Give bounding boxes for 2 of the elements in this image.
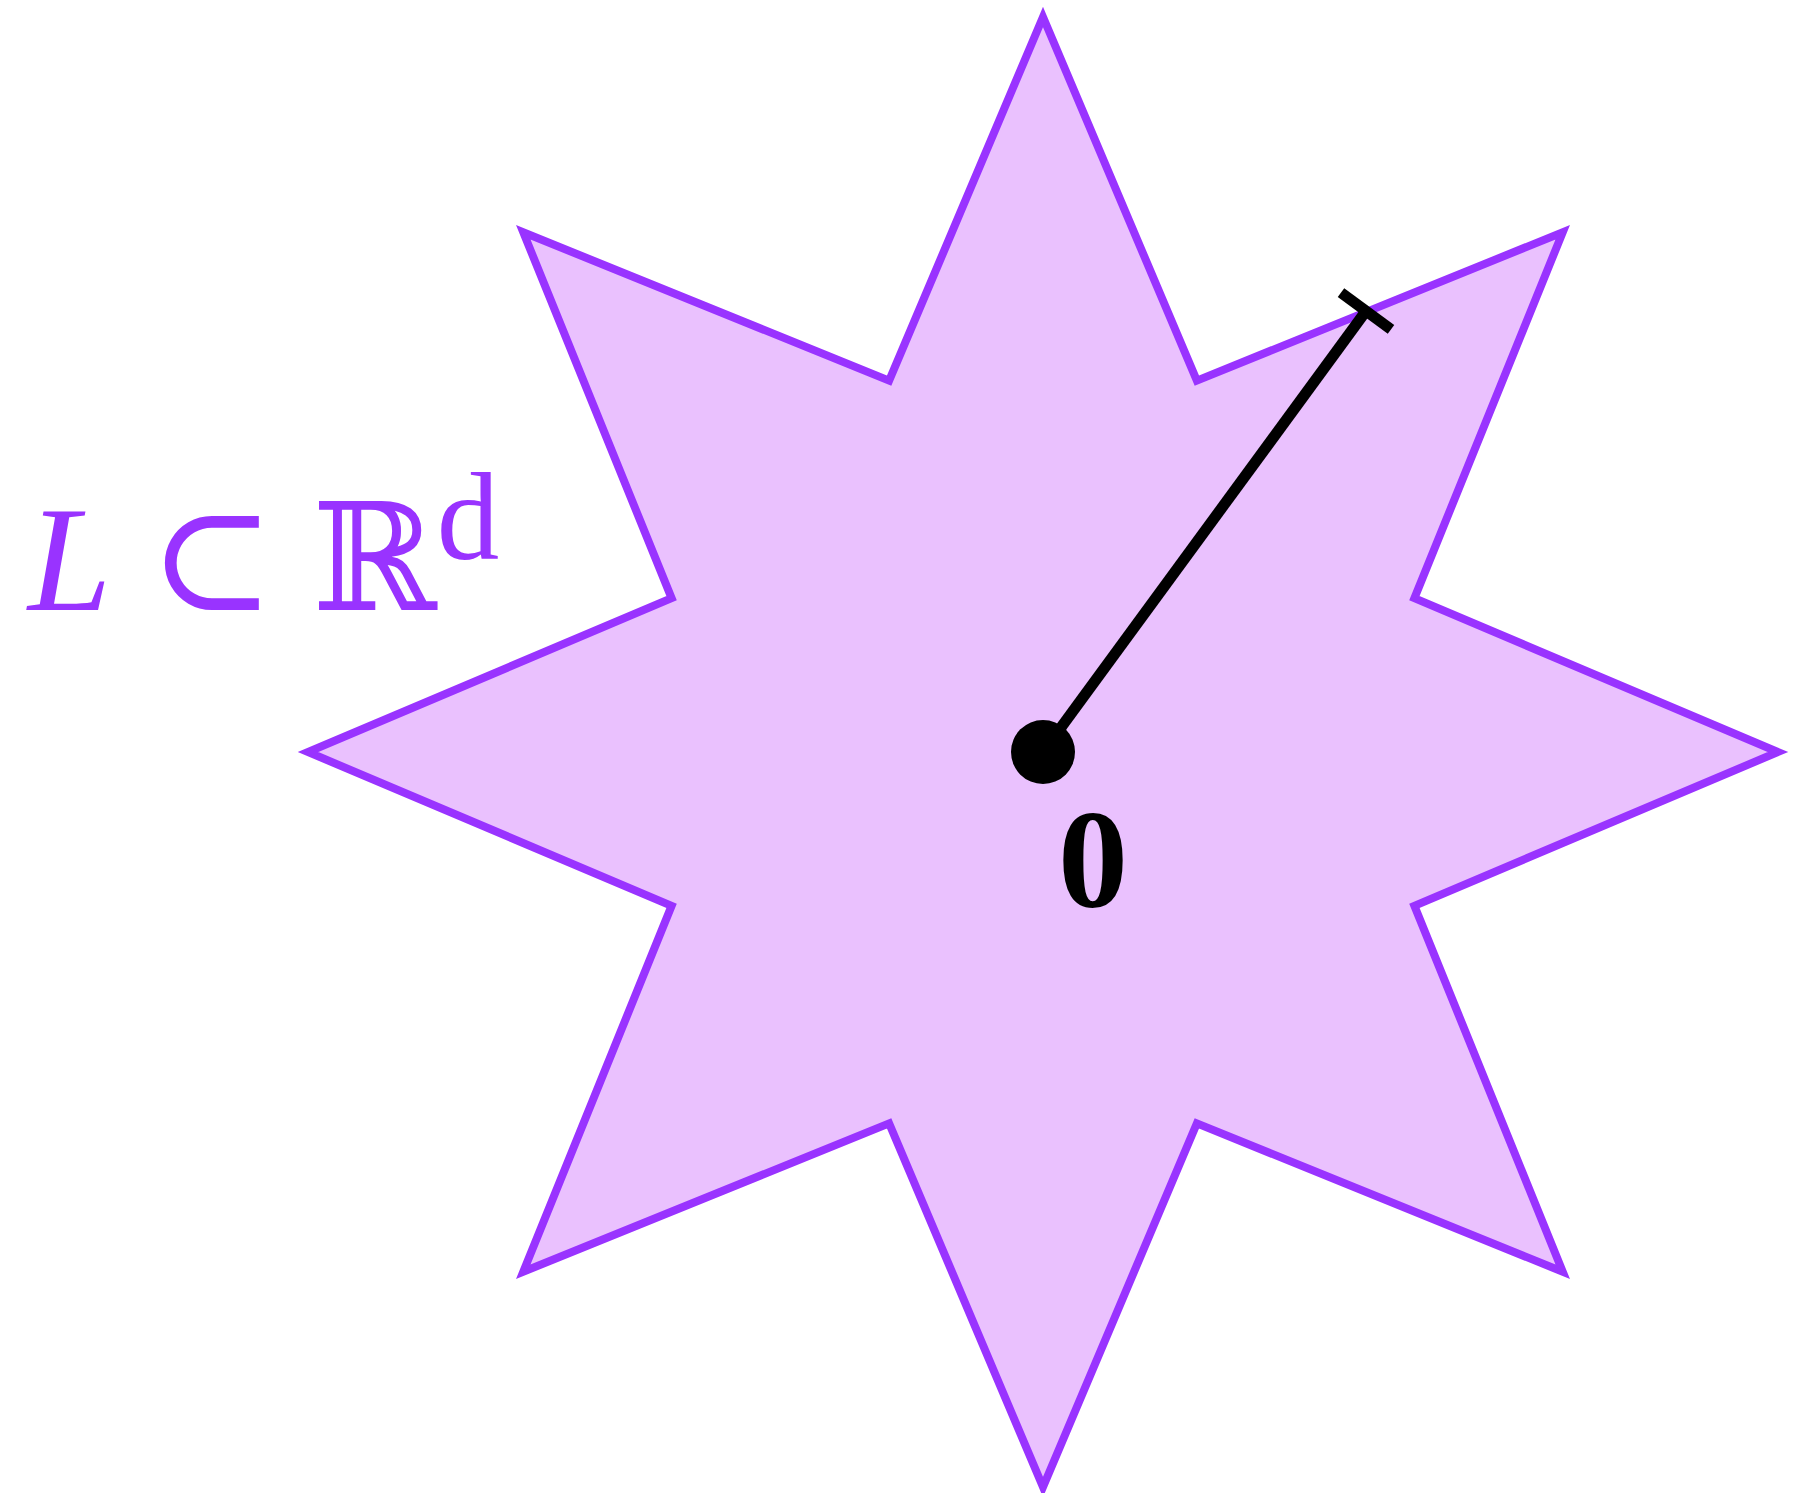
origin-label: 0 <box>1058 790 1128 930</box>
set-notation: L ⊂ ℝ$^{d}$ <box>28 455 500 634</box>
